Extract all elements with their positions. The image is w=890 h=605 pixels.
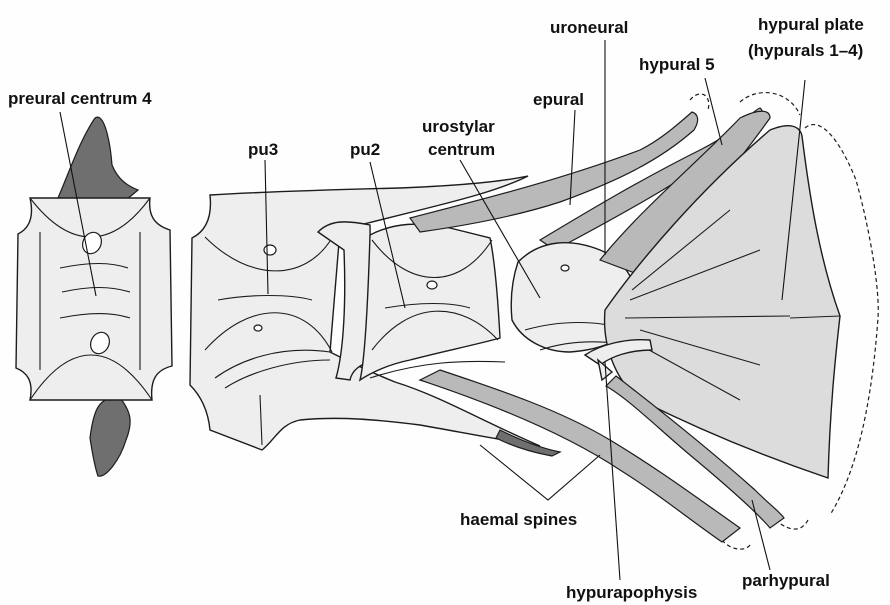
label-pu3: pu3	[248, 140, 278, 159]
label-parhypural: parhypural	[742, 571, 830, 590]
label-hypural-plate-line1: hypural plate	[758, 15, 864, 34]
preural-centrum-4-vertebra	[16, 117, 172, 476]
label-haemal-spines: haemal spines	[460, 510, 577, 529]
label-urostylar-centrum-line2: centrum	[428, 140, 495, 159]
leader-hypurapophysis	[605, 362, 620, 580]
label-hypural-plate-line2: (hypurals 1–4)	[748, 41, 863, 60]
label-uroneural: uroneural	[550, 18, 628, 37]
label-hypural-5: hypural 5	[639, 55, 715, 74]
label-pu2: pu2	[350, 140, 380, 159]
leader-hypural-5	[705, 78, 722, 145]
pu2-vertebra	[318, 222, 505, 380]
label-hypurapophysis: hypurapophysis	[566, 583, 697, 602]
label-epural: epural	[533, 90, 584, 109]
label-preural-centrum-4: preural centrum 4	[8, 89, 152, 108]
label-urostylar-centrum-line1: urostylar	[422, 117, 495, 136]
